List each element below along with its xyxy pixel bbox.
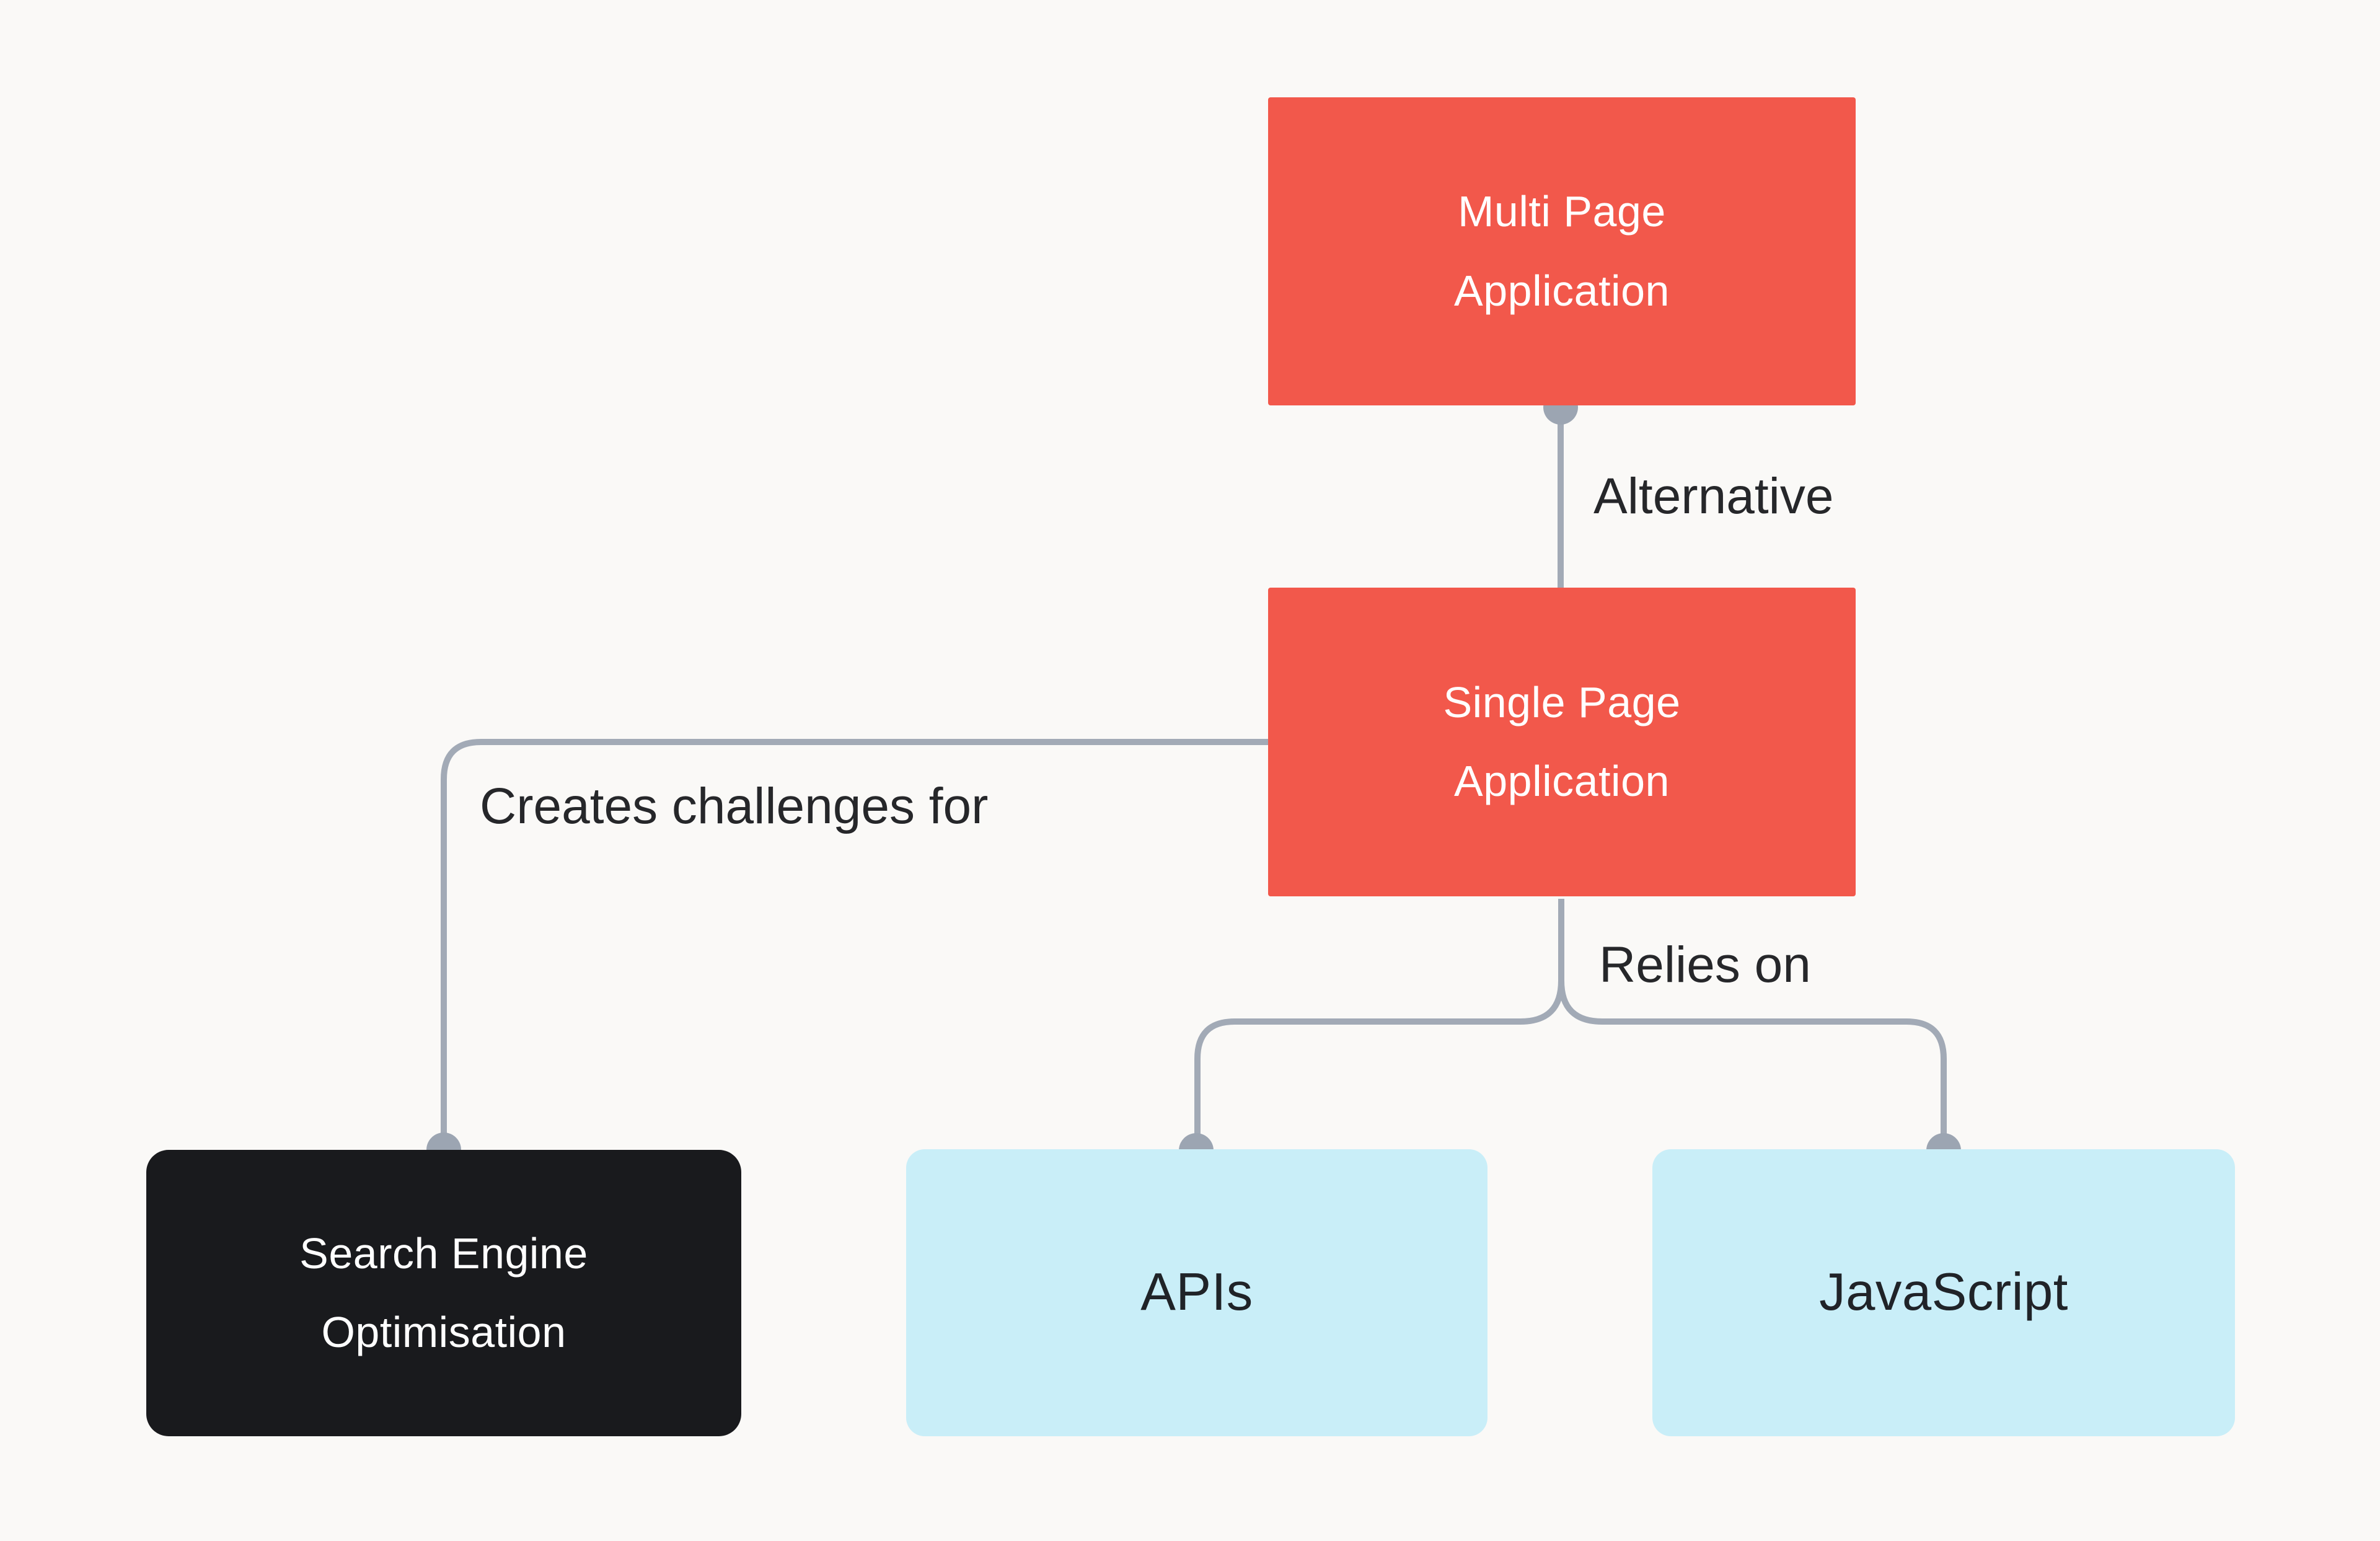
edge-relies-on-left bbox=[1194, 980, 1564, 1150]
edge-label-relies-on: Relies on bbox=[1599, 937, 1811, 993]
node-label: Single Page Application bbox=[1443, 678, 1681, 805]
edge-label-creates-challenges-for: Creates challenges for bbox=[480, 778, 989, 834]
node-label: JavaScript bbox=[1819, 1263, 2068, 1322]
node-multi-page-application[interactable]: Multi Page Application bbox=[1268, 97, 1856, 405]
node-search-engine-optimisation[interactable]: Search Engine Optimisation bbox=[146, 1150, 741, 1436]
node-label: APIs bbox=[1140, 1263, 1253, 1322]
edge-label-alternative: Alternative bbox=[1593, 468, 1834, 524]
node-apis[interactable]: APIs bbox=[906, 1149, 1488, 1436]
node-label: Multi Page Application bbox=[1454, 187, 1670, 315]
node-label: Search Engine Optimisation bbox=[299, 1229, 588, 1356]
node-single-page-application[interactable]: Single Page Application bbox=[1268, 588, 1856, 896]
edge-creates-challenges-for bbox=[441, 739, 1268, 1150]
edge-relies-on-right bbox=[1558, 980, 1947, 1150]
node-javascript[interactable]: JavaScript bbox=[1652, 1149, 2235, 1436]
